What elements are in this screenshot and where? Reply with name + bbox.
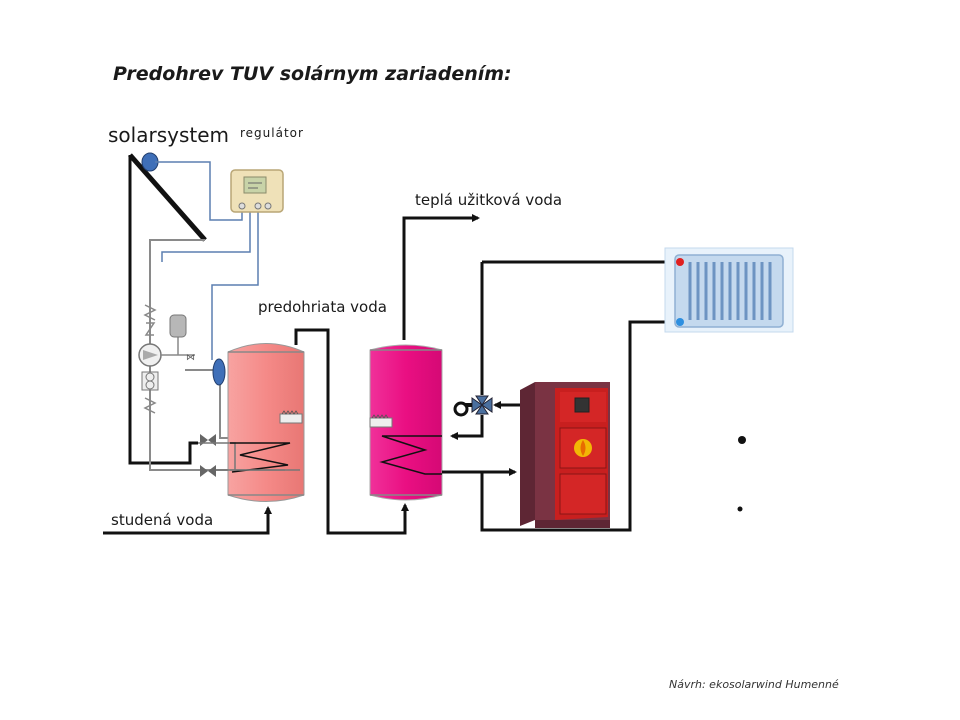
- solarsystem-label: solarsystem: [108, 123, 229, 147]
- coil-supply-pipe: [450, 415, 484, 440]
- radiator-return-pipe: [480, 320, 670, 532]
- hot-water-pipe: [402, 214, 480, 340]
- solar-collector: [128, 153, 230, 471]
- regulator-box: [230, 169, 284, 213]
- hot-water-label: teplá užitková voda: [415, 191, 563, 209]
- tank-sensor-icon: [212, 358, 226, 386]
- regulator-label: regulátor: [240, 126, 304, 140]
- svg-text:⋈: ⋈: [186, 353, 195, 363]
- sensor-wires: [155, 161, 259, 360]
- dot-marker: [737, 506, 743, 512]
- main-coil: [379, 435, 442, 475]
- cold-outlet-icon: [676, 318, 684, 326]
- cold-water-label: studená voda: [111, 511, 214, 529]
- cold-water-pipe: [103, 506, 272, 535]
- hot-inlet-icon: [676, 258, 684, 266]
- preheated-water-label: predohriata voda: [258, 298, 387, 316]
- preheated-water-pipe: [294, 328, 409, 535]
- dot-marker: [738, 436, 746, 444]
- three-way-valve-icon: [453, 395, 493, 417]
- pump-group-icon: ⋈: [138, 304, 195, 414]
- preheat-tank: [227, 343, 305, 502]
- preheat-coil: [230, 442, 291, 473]
- page-title: Predohrev TUV solárnym zariadením:: [113, 63, 512, 85]
- credit-text: Návrh: ekosolarwind Humenné: [669, 678, 839, 691]
- radiator: [664, 247, 794, 333]
- boiler: [520, 382, 610, 528]
- main-tank: [369, 344, 443, 501]
